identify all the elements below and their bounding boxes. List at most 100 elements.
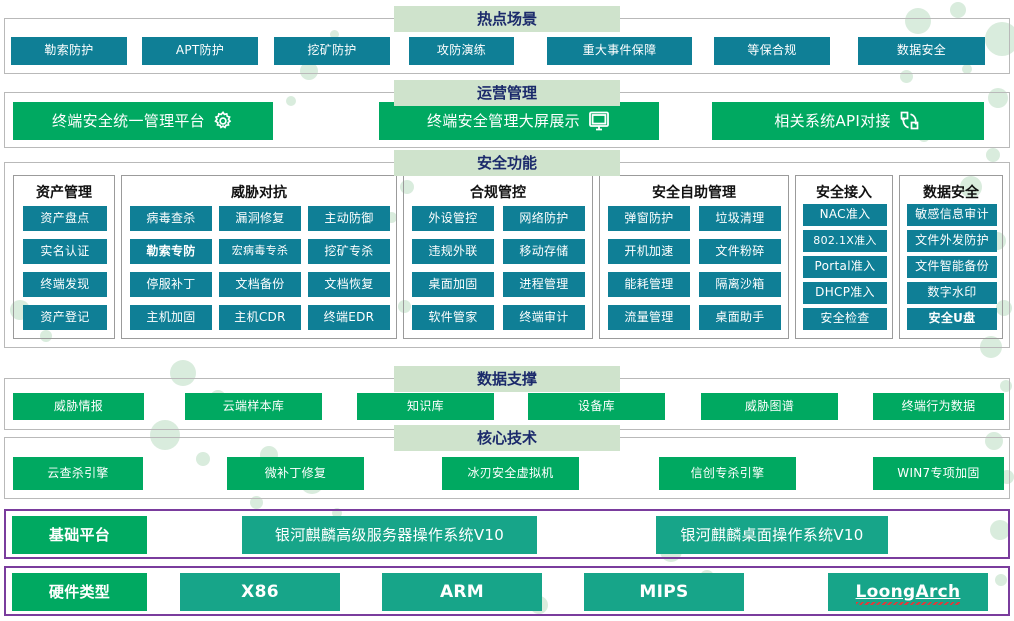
- section-base-platform: 基础平台 银河麒麟高级服务器操作系统V10 银河麒麟桌面操作系统V10: [4, 509, 1010, 559]
- chip-threat-11[interactable]: 主机CDR: [219, 305, 301, 330]
- chip-access-4[interactable]: DHCP准入: [803, 282, 887, 304]
- section-title-operation-management: 运营管理: [394, 80, 620, 106]
- card-title: 威胁对抗: [231, 185, 287, 201]
- chip-data-support-3[interactable]: 知识库: [357, 393, 494, 420]
- chip-arch-loongarch[interactable]: LoongArch: [828, 573, 988, 611]
- chip-kylin-desktop-os[interactable]: 银河麒麟桌面操作系统V10: [656, 516, 888, 554]
- chip-hot-scene-5[interactable]: 重大事件保障: [547, 37, 692, 65]
- chip-datasec-2[interactable]: 文件外发防护: [907, 230, 997, 252]
- chip-hot-scene-6[interactable]: 等保合规: [714, 37, 830, 65]
- chip-compliance-4[interactable]: 移动存储: [503, 239, 585, 264]
- chip-selfservice-5[interactable]: 能耗管理: [608, 272, 690, 297]
- section-operation-management: 运营管理 终端安全统一管理平台 终端安全管理大屏展示 相关系统API对: [4, 80, 1010, 148]
- chip-hot-scene-4[interactable]: 攻防演练: [409, 37, 514, 65]
- chip-data-support-5[interactable]: 威胁图谱: [701, 393, 838, 420]
- chip-base-platform-label[interactable]: 基础平台: [12, 516, 147, 554]
- chip-system-api-integration[interactable]: 相关系统API对接: [712, 102, 984, 140]
- card-title: 安全接入: [816, 185, 872, 201]
- chip-access-3[interactable]: Portal准入: [803, 256, 887, 278]
- section-title-security-functions: 安全功能: [394, 150, 620, 176]
- chip-asset-4[interactable]: 资产登记: [23, 305, 107, 330]
- chip-label: 相关系统API对接: [774, 111, 891, 130]
- chip-hot-scene-2[interactable]: APT防护: [142, 37, 258, 65]
- chip-compliance-3[interactable]: 违规外联: [412, 239, 494, 264]
- chip-threat-4[interactable]: 勒索专防: [130, 239, 212, 264]
- card-title: 资产管理: [36, 185, 92, 201]
- section-security-functions: 安全功能 资产管理 资产盘点 实名认证 终端发现 资产登记 威胁对抗 病毒查杀 …: [4, 150, 1010, 348]
- card-title: 数据安全: [923, 185, 979, 201]
- chip-datasec-5[interactable]: 安全U盘: [907, 308, 997, 330]
- section-title-hot-scenes: 热点场景: [394, 6, 620, 32]
- chip-asset-3[interactable]: 终端发现: [23, 272, 107, 297]
- chip-datasec-3[interactable]: 文件智能备份: [907, 256, 997, 278]
- chip-access-1[interactable]: NAC准入: [803, 204, 887, 226]
- chip-threat-8[interactable]: 文档备份: [219, 272, 301, 297]
- chip-hot-scene-1[interactable]: 勒索防护: [11, 37, 127, 65]
- chip-compliance-8[interactable]: 终端审计: [503, 305, 585, 330]
- chip-label: 终端安全统一管理平台: [51, 111, 205, 130]
- card-self-service-management: 安全自助管理 弹窗防护 垃圾清理 开机加速 文件粉碎 能耗管理 隔离沙箱 流量管…: [599, 175, 789, 339]
- card-secure-access: 安全接入 NAC准入 802.1X准入 Portal准入 DHCP准入 安全检查: [795, 175, 893, 339]
- chip-data-support-4[interactable]: 设备库: [528, 393, 665, 420]
- chip-access-2[interactable]: 802.1X准入: [803, 230, 887, 252]
- chip-security-dashboard[interactable]: 终端安全管理大屏展示: [379, 102, 659, 140]
- section-hardware-type: 硬件类型 X86 ARM MIPS LoongArch: [4, 566, 1010, 616]
- chip-threat-10[interactable]: 主机加固: [130, 305, 212, 330]
- chip-threat-9[interactable]: 文档恢复: [308, 272, 390, 297]
- chip-hardware-type-label[interactable]: 硬件类型: [12, 573, 147, 611]
- chip-threat-12[interactable]: 终端EDR: [308, 305, 390, 330]
- chip-datasec-4[interactable]: 数字水印: [907, 282, 997, 304]
- card-title: 合规管控: [470, 185, 526, 201]
- chip-selfservice-7[interactable]: 流量管理: [608, 305, 690, 330]
- section-title-core-technology: 核心技术: [394, 425, 620, 451]
- chip-selfservice-6[interactable]: 隔离沙箱: [699, 272, 781, 297]
- chip-hot-scene-3[interactable]: 挖矿防护: [274, 37, 390, 65]
- chip-access-5[interactable]: 安全检查: [803, 308, 887, 330]
- chip-arch-mips[interactable]: MIPS: [584, 573, 744, 611]
- chip-arch-arm[interactable]: ARM: [382, 573, 542, 611]
- chip-data-support-6[interactable]: 终端行为数据: [873, 393, 1004, 420]
- chip-threat-5[interactable]: 宏病毒专杀: [219, 239, 301, 264]
- section-data-support: 数据支撑 威胁情报 云端样本库 知识库 设备库 威胁图谱 终端行为数据: [4, 366, 1010, 430]
- chip-threat-1[interactable]: 病毒查杀: [130, 206, 212, 231]
- chip-compliance-6[interactable]: 进程管理: [503, 272, 585, 297]
- card-threat-defense: 威胁对抗 病毒查杀 漏洞修复 主动防御 勒索专防 宏病毒专杀 挖矿专杀 停服补丁…: [121, 175, 397, 339]
- chip-selfservice-1[interactable]: 弹窗防护: [608, 206, 690, 231]
- chip-data-support-1[interactable]: 威胁情报: [13, 393, 144, 420]
- chip-threat-2[interactable]: 漏洞修复: [219, 206, 301, 231]
- chip-unified-management-platform[interactable]: 终端安全统一管理平台: [13, 102, 273, 140]
- card-data-security: 数据安全 敏感信息审计 文件外发防护 文件智能备份 数字水印 安全U盘: [899, 175, 1003, 339]
- card-compliance-control: 合规管控 外设管控 网络防护 违规外联 移动存储 桌面加固 进程管理 软件管家 …: [403, 175, 593, 339]
- monitor-icon: [587, 109, 611, 133]
- chip-data-support-2[interactable]: 云端样本库: [185, 393, 322, 420]
- chip-selfservice-8[interactable]: 桌面助手: [699, 305, 781, 330]
- gear-icon: [212, 110, 234, 132]
- card-asset-management: 资产管理 资产盘点 实名认证 终端发现 资产登记: [13, 175, 115, 339]
- chip-threat-7[interactable]: 停服补丁: [130, 272, 212, 297]
- chip-core-tech-3[interactable]: 冰刃安全虚拟机: [442, 457, 579, 490]
- chip-threat-3[interactable]: 主动防御: [308, 206, 390, 231]
- chip-kylin-server-os[interactable]: 银河麒麟高级服务器操作系统V10: [242, 516, 537, 554]
- chip-arch-x86[interactable]: X86: [180, 573, 340, 611]
- chip-compliance-1[interactable]: 外设管控: [412, 206, 494, 231]
- chip-core-tech-1[interactable]: 云查杀引擎: [13, 457, 143, 490]
- chip-datasec-1[interactable]: 敏感信息审计: [907, 204, 997, 226]
- chip-selfservice-4[interactable]: 文件粉碎: [699, 239, 781, 264]
- chip-compliance-2[interactable]: 网络防护: [503, 206, 585, 231]
- chip-compliance-5[interactable]: 桌面加固: [412, 272, 494, 297]
- chip-core-tech-5[interactable]: WIN7专项加固: [873, 457, 1004, 490]
- chip-asset-1[interactable]: 资产盘点: [23, 206, 107, 231]
- chip-core-tech-2[interactable]: 微补丁修复: [227, 457, 364, 490]
- chip-asset-2[interactable]: 实名认证: [23, 239, 107, 264]
- chip-label: 终端安全管理大屏展示: [426, 111, 580, 130]
- chip-selfservice-3[interactable]: 开机加速: [608, 239, 690, 264]
- chip-threat-6[interactable]: 挖矿专杀: [308, 239, 390, 264]
- chip-core-tech-4[interactable]: 信创专杀引擎: [659, 457, 796, 490]
- card-title: 安全自助管理: [652, 185, 736, 201]
- sync-icon: [898, 109, 922, 133]
- chip-compliance-7[interactable]: 软件管家: [412, 305, 494, 330]
- chip-selfservice-2[interactable]: 垃圾清理: [699, 206, 781, 231]
- section-hot-scenes: 热点场景 勒索防护 APT防护 挖矿防护 攻防演练 重大事件保障 等保合规 数据…: [4, 6, 1010, 74]
- chip-hot-scene-7[interactable]: 数据安全: [858, 37, 985, 65]
